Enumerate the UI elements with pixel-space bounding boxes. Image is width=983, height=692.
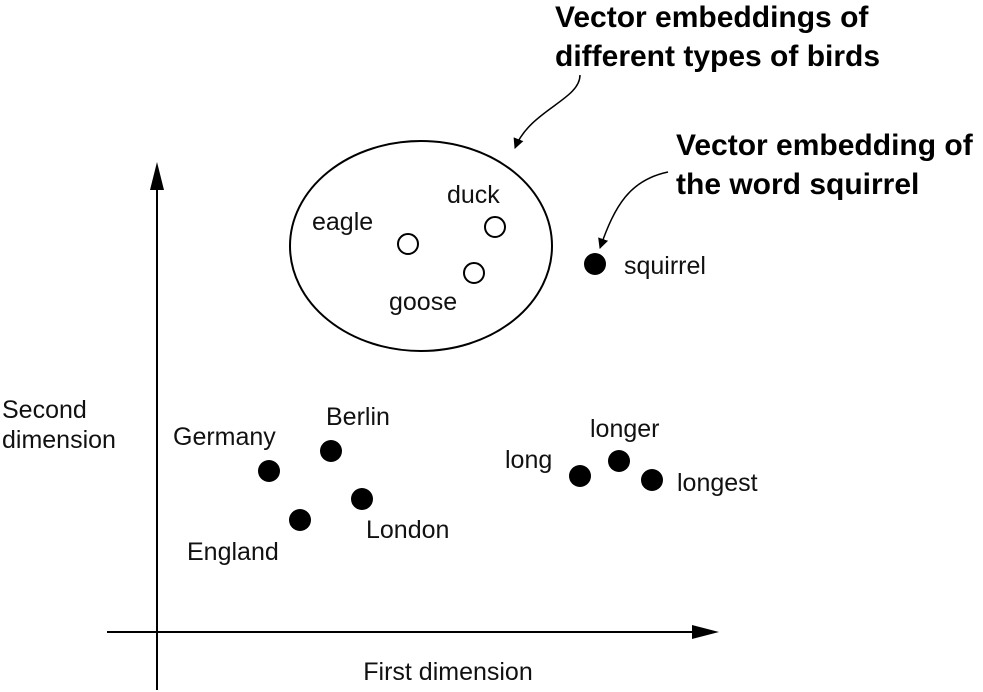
point-longer-label: longer: [590, 415, 660, 443]
point-london-label: London: [366, 516, 449, 544]
point-london-marker: [351, 488, 373, 510]
point-germany-label: Germany: [173, 423, 276, 451]
x-axis-label: First dimension: [363, 658, 533, 686]
point-berlin-marker: [320, 440, 342, 462]
point-eagle-marker: [397, 233, 419, 255]
bird-callout-line-1: Vector embeddings of: [555, 1, 869, 34]
y-axis-label-line-1: Second: [2, 396, 87, 424]
point-longer-marker: [608, 450, 630, 472]
point-longest-marker: [641, 469, 663, 491]
point-england-marker: [289, 509, 311, 531]
point-berlin-label: Berlin: [326, 403, 390, 431]
point-longest-label: longest: [677, 469, 758, 497]
x-axis-arrowhead: [692, 625, 719, 639]
y-axis-arrowhead: [150, 162, 164, 190]
point-duck-marker: [484, 216, 506, 238]
bird-callout-arrow: [513, 74, 581, 149]
y-axis-label-line-2: dimension: [2, 426, 116, 454]
point-squirrel-marker: [584, 253, 606, 275]
point-long-label: long: [505, 446, 552, 474]
point-germany-marker: [258, 460, 280, 482]
point-long-marker: [569, 465, 591, 487]
squirrel-callout-arrow: [598, 171, 669, 249]
point-squirrel-label: squirrel: [624, 252, 706, 280]
bird-cluster-ellipse: [289, 140, 553, 352]
point-goose-label: goose: [389, 288, 457, 316]
point-duck-label: duck: [447, 181, 500, 209]
bird-callout-line-2: different types of birds: [555, 40, 880, 73]
squirrel-callout-line-1: Vector embedding of: [676, 129, 974, 162]
point-eagle-label: eagle: [312, 208, 373, 236]
point-england-label: England: [187, 538, 279, 566]
squirrel-callout-line-2: the word squirrel: [676, 168, 919, 201]
point-goose-marker: [463, 262, 485, 284]
